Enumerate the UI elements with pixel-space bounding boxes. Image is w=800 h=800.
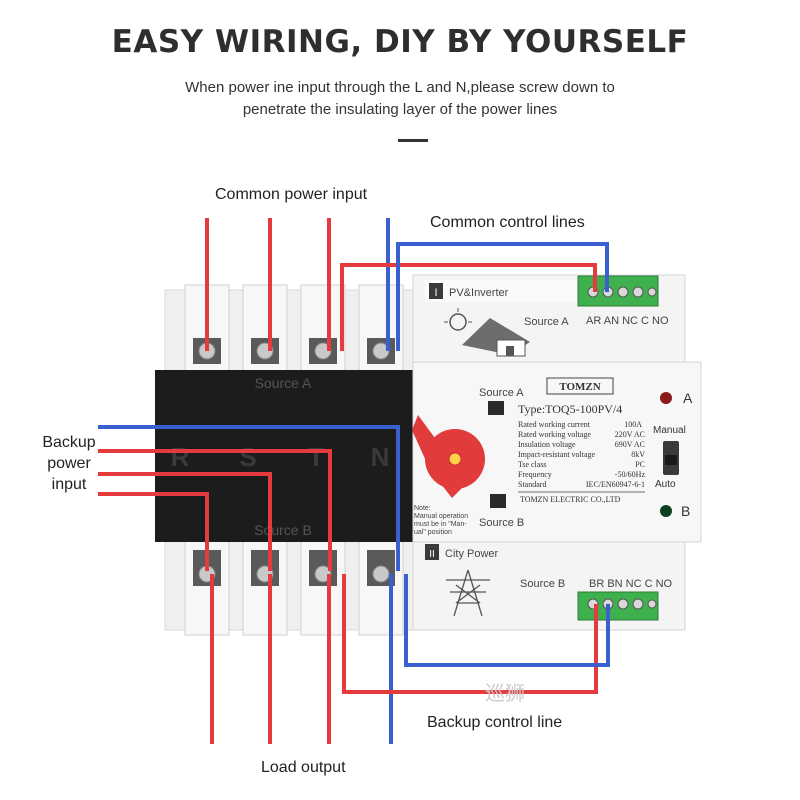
backup-power-input-label: Backup power input (40, 432, 98, 495)
terminal-a-labels: AR AN NC C NO (586, 315, 669, 327)
switch-body: Source A Source B R S T N (155, 284, 416, 636)
module-i-label: PV&Inverter (449, 287, 509, 299)
transfer-handle[interactable] (412, 415, 485, 498)
wires (98, 218, 610, 744)
phase-letter-t: T (308, 442, 324, 472)
note-line-2: Manual operation (414, 513, 468, 520)
company-name: TOMZN ELECTRIC CO.,LTD (520, 495, 621, 504)
note-line-3: must be in "Man- (414, 521, 467, 528)
top-terminals (184, 284, 404, 376)
wire-control-b-live (342, 574, 598, 694)
wire-backup-l1 (98, 492, 209, 571)
control-module: I PV&Inverter Source A AR AN NC C NO Sou… (412, 274, 702, 631)
source-a-block-label: Source A (255, 375, 312, 391)
switch-source-a-label: Source A (479, 387, 524, 399)
subtitle-line-1: When power ine input through the L and N… (185, 79, 615, 96)
source-b-block-label: Source B (254, 522, 312, 538)
wire-backup-l3 (98, 449, 332, 571)
spec-plate: TOMZN Type:TOQ5-100PV/4 Rated working cu… (518, 377, 646, 504)
subtitle-line-2: penetrate the insulating layer of the po… (242, 101, 558, 118)
backup-control-line-label: Backup control line (427, 714, 563, 731)
spec-value-5: -50/60Hz (615, 470, 646, 479)
module-ii-source: Source B (520, 578, 565, 590)
mode-switch-knob[interactable] (665, 455, 677, 465)
wire-control-a-live (340, 263, 597, 351)
backup-power-input-line-3: input (51, 476, 87, 493)
spec-label-5: Frequency (518, 470, 552, 479)
black-cover (155, 370, 413, 542)
spec-label-2: Insulation voltage (518, 440, 576, 449)
page-title: EASY WIRING, DIY BY YOURSELF (111, 24, 689, 60)
terminal-b-labels: BR BN NC C NO (589, 578, 673, 590)
spec-label-6: Standard (518, 480, 546, 489)
mode-manual-label: Manual (653, 425, 686, 436)
indicator-b-label: B (681, 503, 690, 519)
indicator-a-led (660, 392, 672, 404)
note-line-1: Note: (414, 505, 431, 512)
switch-source-b-label: Source B (479, 517, 524, 529)
title-divider (398, 139, 428, 142)
module-i-mark: I (434, 287, 437, 299)
phase-letter-s: S (239, 442, 256, 472)
phase-letter-n: N (371, 442, 390, 472)
load-output-label: Load output (261, 759, 346, 776)
wire-control-a-neutral (396, 242, 609, 351)
mode-auto-label: Auto (655, 479, 676, 490)
spec-label-3: Impact-resistant voltage (518, 450, 596, 459)
solar-house-icon (444, 308, 530, 357)
spec-label-1: Rated working voltage (518, 430, 591, 439)
phase-letter-r: R (171, 442, 190, 472)
watermark: 巡狮 (485, 682, 525, 705)
spec-label-4: Tse class (518, 460, 547, 469)
source-a-window (488, 401, 504, 415)
module-ii-mark: II (429, 549, 435, 560)
control-terminal-a (577, 275, 659, 307)
spec-value-2: 690V AC (615, 440, 645, 449)
common-control-lines-label: Common control lines (430, 214, 585, 231)
wire-control-b-neutral (404, 574, 610, 667)
spec-value-3: 8kV (631, 450, 645, 459)
spec-value-0: 100A (624, 420, 642, 429)
module-i-source: Source A (524, 316, 569, 328)
control-terminal-b (577, 591, 659, 621)
spec-value-1: 220V AC (615, 430, 645, 439)
spec-label-0: Rated working current (518, 420, 591, 429)
source-b-window (490, 494, 506, 508)
type-line: Type:TOQ5-100PV/4 (518, 402, 622, 416)
backup-power-input-line-1: Backup (42, 434, 96, 451)
note-line-4: ual" position (414, 529, 452, 536)
brand-logo: TOMZN (559, 381, 600, 393)
spec-value-6: IEC/EN60947-6-1 (586, 480, 645, 489)
backup-power-input-line-2: power (47, 455, 91, 472)
wire-backup-l2 (98, 472, 272, 571)
indicator-a-label: A (683, 390, 693, 406)
transmission-tower-icon (446, 569, 490, 617)
spec-value-4: PC (635, 460, 645, 469)
wire-backup-n (98, 425, 400, 571)
module-ii-label: City Power (445, 548, 499, 560)
indicator-b-led (660, 505, 672, 517)
common-power-input-label: Common power input (215, 186, 368, 203)
